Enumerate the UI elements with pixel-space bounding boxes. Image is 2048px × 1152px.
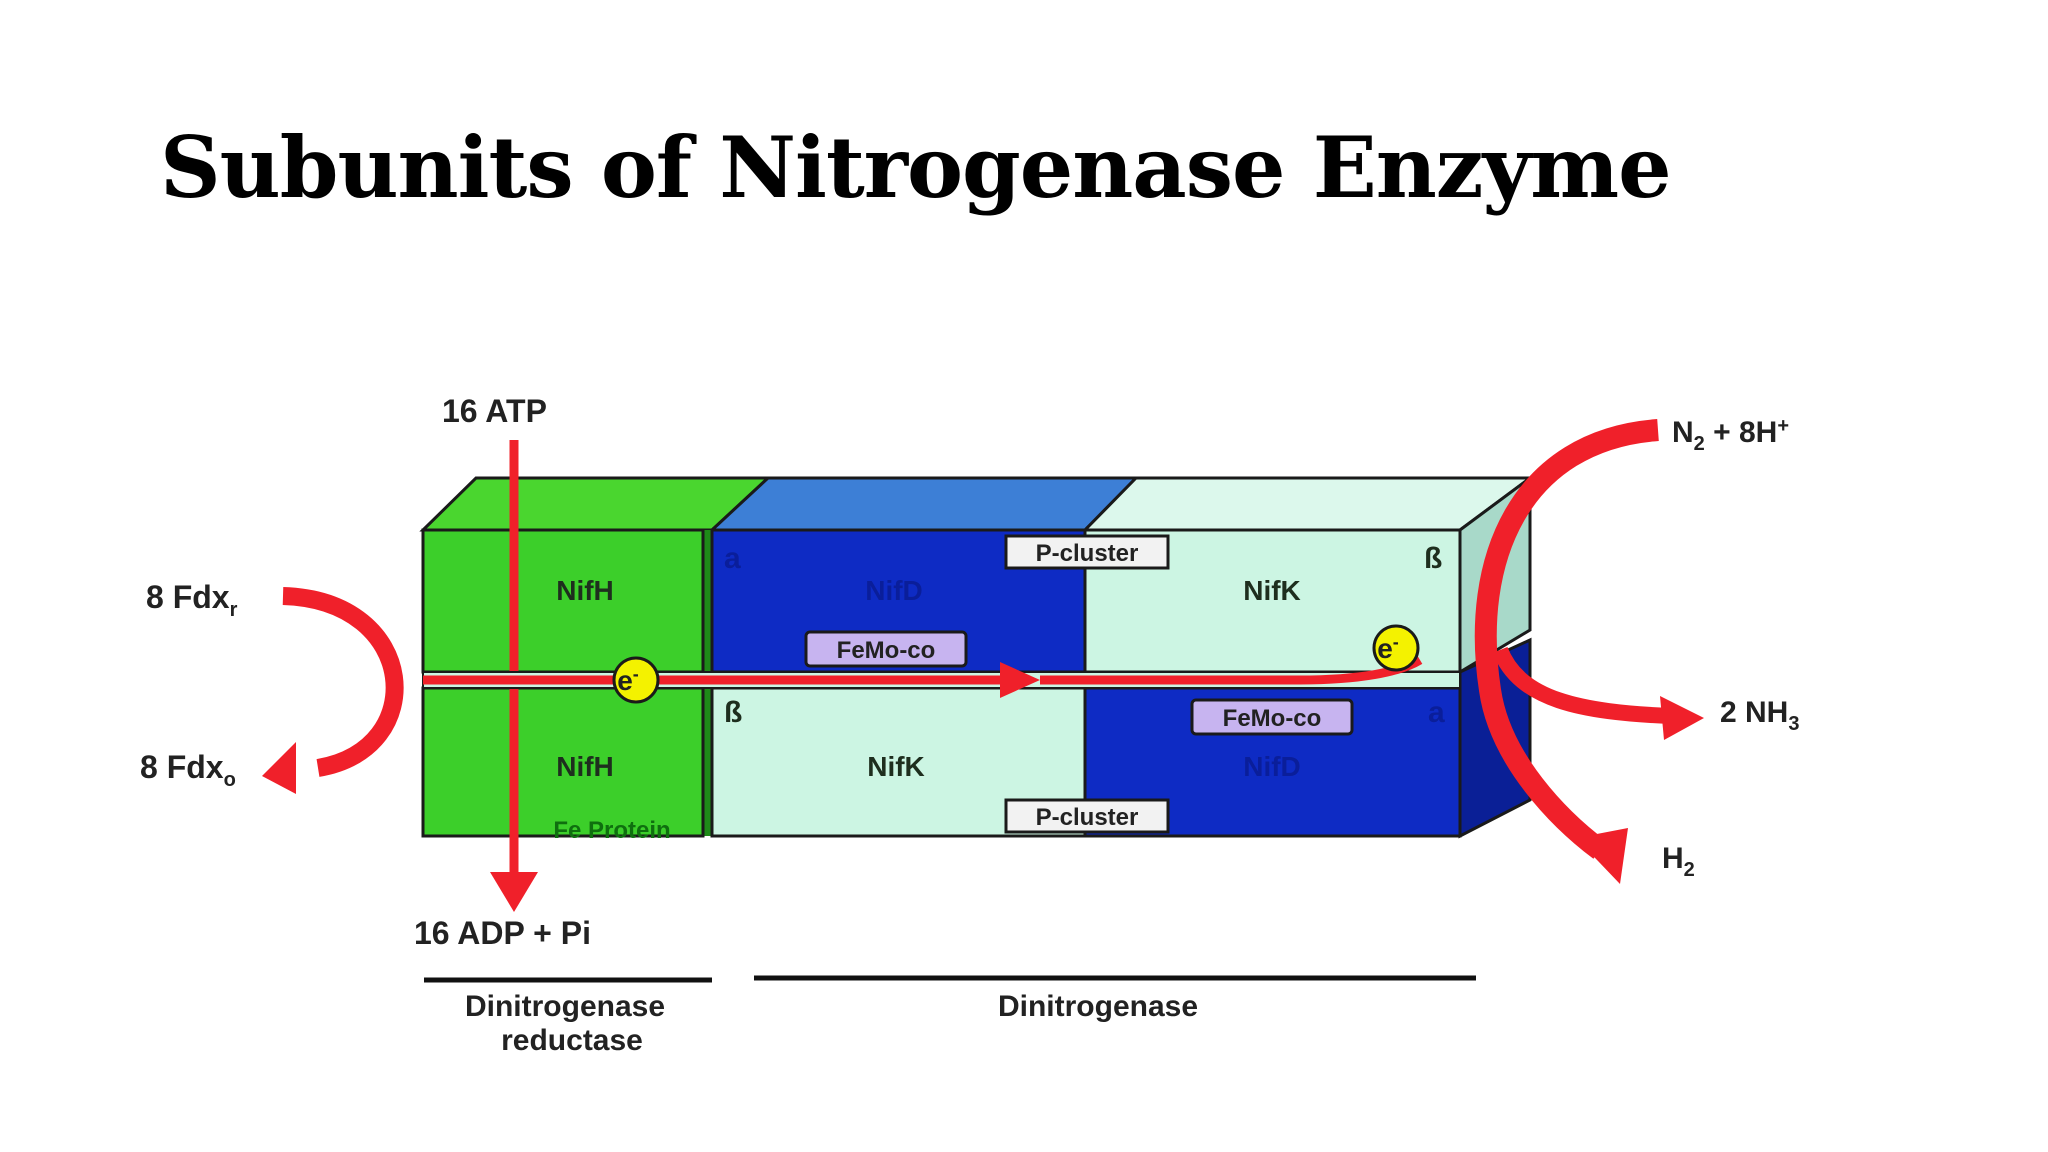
fdx-oxidized-label: 8 Fdxo <box>140 749 236 791</box>
femo-top-tag <box>804 630 968 668</box>
beta-bottom-label: ß <box>724 696 742 729</box>
electron-label-2: e- <box>1377 632 1399 664</box>
p-cluster-bottom-tag <box>1004 798 1170 834</box>
fdx-reduced-label: 8 Fdxr <box>146 579 238 621</box>
femo-bottom-tag <box>1190 698 1354 736</box>
p-cluster-top-tag <box>1004 534 1170 570</box>
n2-arrow <box>1474 419 1659 859</box>
nifh-top-face <box>419 476 772 532</box>
slide-title: Subunits of Nitrogenase Enzyme <box>160 118 1672 217</box>
nh3-arrow <box>1492 646 1671 724</box>
nifh-top-label: NifH <box>556 575 614 606</box>
femo-top-label: FeMo-co <box>837 637 936 664</box>
electron-marker-2 <box>1372 624 1420 672</box>
dinitrogenase-label: Dinitrogenase <box>998 990 1198 1023</box>
n2-label: N2 + 8H+ <box>1672 415 1789 455</box>
nifd-bottom-label: NifD <box>1243 751 1301 782</box>
nh3-label: 2 NH3 <box>1720 696 1799 735</box>
alpha-bottom-label: a <box>1428 696 1445 729</box>
p-cluster-top-label: P-cluster <box>1036 540 1139 567</box>
electron-marker-1 <box>612 656 660 704</box>
p-cluster-bottom-label: P-cluster <box>1036 804 1139 831</box>
nifd-top-label: NifD <box>865 575 923 606</box>
femo-bottom-label: FeMo-co <box>1223 705 1322 732</box>
nifk-top-face <box>1081 476 1535 532</box>
nh3-arrowhead <box>1660 696 1704 740</box>
nifh-bottom-label: NifH <box>556 751 614 782</box>
beta-top-label: ß <box>1424 542 1442 575</box>
electron-label-1: e- <box>617 664 639 696</box>
electron-path-arrowhead <box>1000 662 1040 698</box>
nifk-bottom-label: NifK <box>867 751 925 782</box>
fdx-arrowhead <box>262 742 296 794</box>
h2-label: H2 <box>1662 842 1695 881</box>
fe-protein-label: Fe Protein <box>553 817 670 844</box>
h2-arrowhead <box>1576 828 1628 884</box>
alpha-top-label: a <box>724 542 741 575</box>
nifd-top-face <box>708 476 1140 532</box>
nifh-top-block <box>421 528 705 674</box>
atp-arrowhead <box>490 872 538 912</box>
reductase-label-line2: reductase <box>501 1024 643 1057</box>
atp-label: 16 ATP <box>442 393 547 429</box>
reductase-label-line1: Dinitrogenase <box>465 990 665 1023</box>
nifh-bottom-block <box>421 686 705 838</box>
fdx-arrow <box>282 587 404 777</box>
nifk-top-label: NifK <box>1243 575 1301 606</box>
adp-label: 16 ADP + Pi <box>414 915 591 951</box>
